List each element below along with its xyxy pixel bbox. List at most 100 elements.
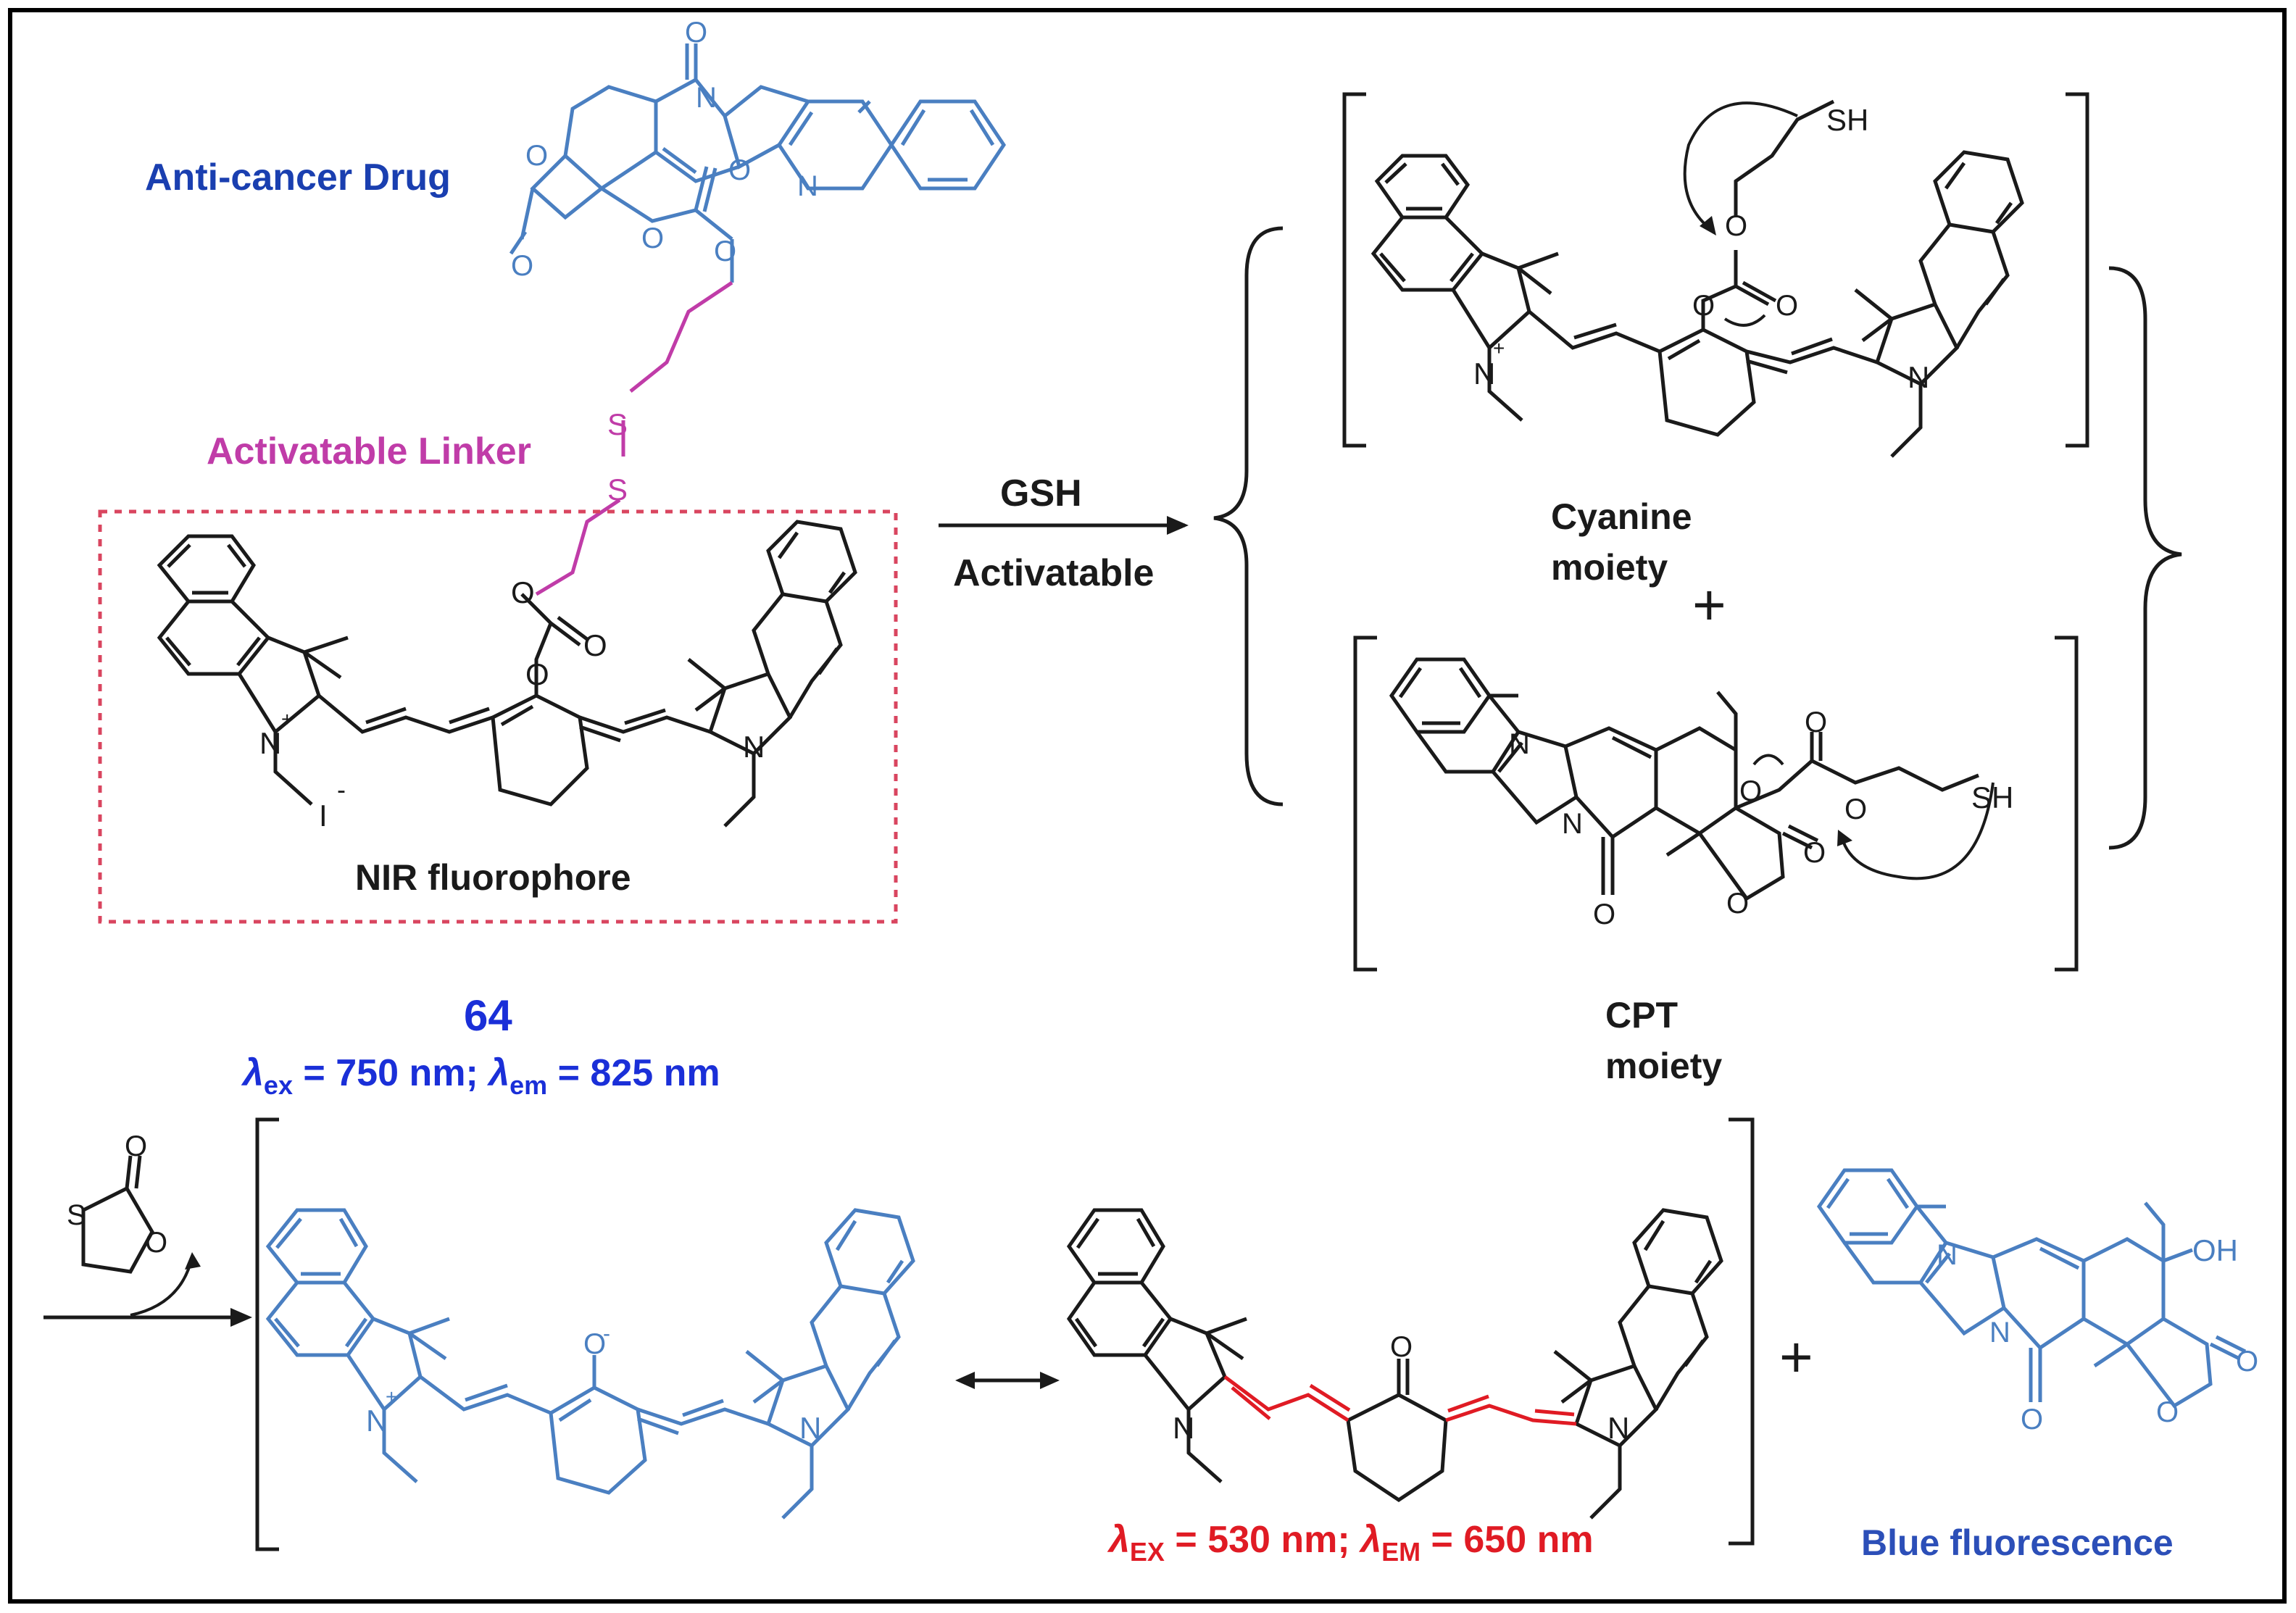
fluorophore-ether-o: O	[525, 657, 549, 691]
released-quinoline-n: N	[1937, 1239, 1958, 1271]
release-reaction-arrowhead	[230, 1308, 252, 1327]
figure-border	[8, 8, 2287, 1604]
merocyanine-structure	[1066, 1208, 1723, 1520]
products-group: S O O	[43, 1117, 2258, 1567]
product-em-value: = 650 nm	[1421, 1519, 1593, 1561]
cpt-lactone-carbonyl-o: O	[1803, 837, 1826, 869]
thiolactone-carbonyl-o: O	[125, 1130, 147, 1162]
resonance-arrow	[955, 1372, 1060, 1389]
cpt-ring-n: N	[1562, 808, 1583, 840]
resonance-left-bracket	[255, 1117, 279, 1551]
merocyanine-n-left: N	[1173, 1411, 1194, 1445]
right-brace	[2108, 266, 2182, 850]
drug-ester-o: O	[641, 222, 664, 254]
intermediates-group: SH O O O N + N Cyanine moiety +	[1213, 92, 2182, 1086]
drug-carbonate-o: O	[714, 236, 736, 267]
cyanine-right-bracket	[2066, 92, 2089, 448]
phenolate-n-left: N	[366, 1404, 388, 1438]
cpt-lactone-o: O	[1726, 888, 1749, 920]
nir-fluorophore-label: NIR fluorophore	[355, 857, 631, 898]
intermediate-plus-sign: +	[1692, 572, 1726, 637]
merocyanine-polymethine-chain	[1223, 1375, 1577, 1426]
cpt-ester-o: O	[1844, 793, 1867, 825]
cyanine-moiety-label-line1: Cyanine	[1551, 496, 1692, 537]
cpt-lactonization-arrow	[1839, 782, 1995, 880]
released-camptothecin-structure	[1816, 1168, 2247, 1409]
cpt-carbonyl-o: O	[1593, 899, 1615, 930]
released-lactone-carbonyl-o: O	[2236, 1346, 2258, 1377]
compound-64-wavelengths: λex = 750 nm; λem = 825 nm	[241, 1052, 720, 1100]
product-ex-value: = 530 nm;	[1165, 1519, 1360, 1561]
drug-carbonyl-o: O	[685, 17, 707, 49]
released-ring-n: N	[1989, 1317, 2010, 1349]
phenolate-n-right: N	[799, 1411, 821, 1445]
product-em-symbol: λ	[1358, 1519, 1381, 1561]
released-lactone-o: O	[2156, 1396, 2179, 1428]
compound-number-64: 64	[464, 991, 512, 1040]
cyanine-phenol-o: O	[1692, 290, 1715, 322]
cpt-sh: SH	[1971, 780, 2013, 814]
nir-fluorophore-structure	[157, 520, 857, 828]
product-ex-symbol: λ	[1107, 1519, 1130, 1561]
thiolactone-ring-o: O	[145, 1227, 167, 1259]
fluorophore-carbonyl-o: O	[583, 628, 607, 662]
merocyanine-n-right: N	[1607, 1411, 1629, 1445]
drug-quinoline-n: N	[797, 170, 818, 202]
phenolate-o: O	[583, 1328, 606, 1360]
resonance-right-bracket	[1729, 1117, 1755, 1546]
drug-lactone-carbonyl-o: O	[511, 250, 533, 282]
blue-fluorescence-label: Blue fluorescence	[1861, 1522, 2174, 1563]
cpt-push-arrow	[1752, 754, 1784, 766]
phenolate-charge: -	[603, 1322, 610, 1346]
cpt-lactonization-arrowhead	[1837, 830, 1852, 846]
em-symbol: λ	[486, 1052, 509, 1094]
product-em-subscript: EM	[1381, 1537, 1421, 1567]
gsh-label: GSH	[1000, 472, 1082, 514]
cyanine-n-charge: +	[1493, 337, 1505, 359]
cpt-moiety-label-line2: moiety	[1605, 1046, 1722, 1086]
linker-sulfur-1: S	[607, 407, 628, 441]
cyanine-moiety-label-line2: moiety	[1551, 547, 1668, 588]
drug-ring-n: N	[696, 82, 717, 114]
cpt-moiety-structure	[1389, 657, 1979, 901]
ex-subscript: ex	[264, 1070, 293, 1100]
cpt-right-bracket	[2055, 635, 2079, 972]
nir-fluorophore-box	[98, 509, 898, 924]
em-subscript: em	[509, 1070, 547, 1100]
cyanine-n-left: N	[1473, 357, 1495, 391]
fluorophore-n-plus: N	[259, 726, 281, 760]
thiol-attack-arrowhead	[1700, 216, 1716, 236]
release-curved-arrowhead	[185, 1252, 201, 1270]
products-plus-sign: +	[1779, 1325, 1813, 1389]
cyanine-left-bracket	[1342, 92, 1366, 448]
cpt-quinoline-n: N	[1509, 728, 1530, 760]
phenolate-n-charge: +	[386, 1385, 397, 1408]
anti-cancer-drug-label: Anti-cancer Drug	[145, 157, 451, 199]
iodide-counterion: I	[319, 799, 328, 833]
cyanine-carbonyl-o: O	[1776, 290, 1798, 322]
gsh-reaction-arrow	[939, 516, 1189, 535]
oxygen-push-arrow	[1723, 314, 1766, 327]
released-hydroxyl: OH	[2192, 1233, 2238, 1267]
cyanine-ester-o: O	[1725, 210, 1747, 242]
cpt-left-bracket	[1353, 635, 1377, 972]
cyanine-n-right: N	[1908, 360, 1929, 394]
drug-carbonate-carbonyl-o: O	[728, 154, 751, 186]
camptothecin-drug-structure	[509, 43, 1007, 283]
product-ex-subscript: EX	[1130, 1537, 1165, 1567]
activatable-linker-label: Activatable Linker	[207, 430, 531, 472]
merocyanine-ketone-o: O	[1390, 1331, 1413, 1363]
cyanine-moiety-structure	[1370, 99, 2024, 458]
phenolate-cyanine-structure	[265, 1208, 915, 1520]
ex-symbol: λ	[241, 1052, 264, 1094]
ex-value: = 750 nm;	[293, 1052, 488, 1094]
iodide-charge: -	[337, 775, 346, 804]
thiolactone-s: S	[67, 1199, 86, 1231]
cpt-moiety-label-line1: CPT	[1605, 995, 1678, 1035]
left-brace	[1213, 226, 1284, 806]
fluorophore-n-right: N	[743, 730, 765, 764]
linker-sulfur-2: S	[607, 472, 628, 507]
cpt-carbonate-carbonyl-o: O	[1805, 707, 1827, 738]
thiol-attack-arrow	[1683, 101, 1798, 233]
